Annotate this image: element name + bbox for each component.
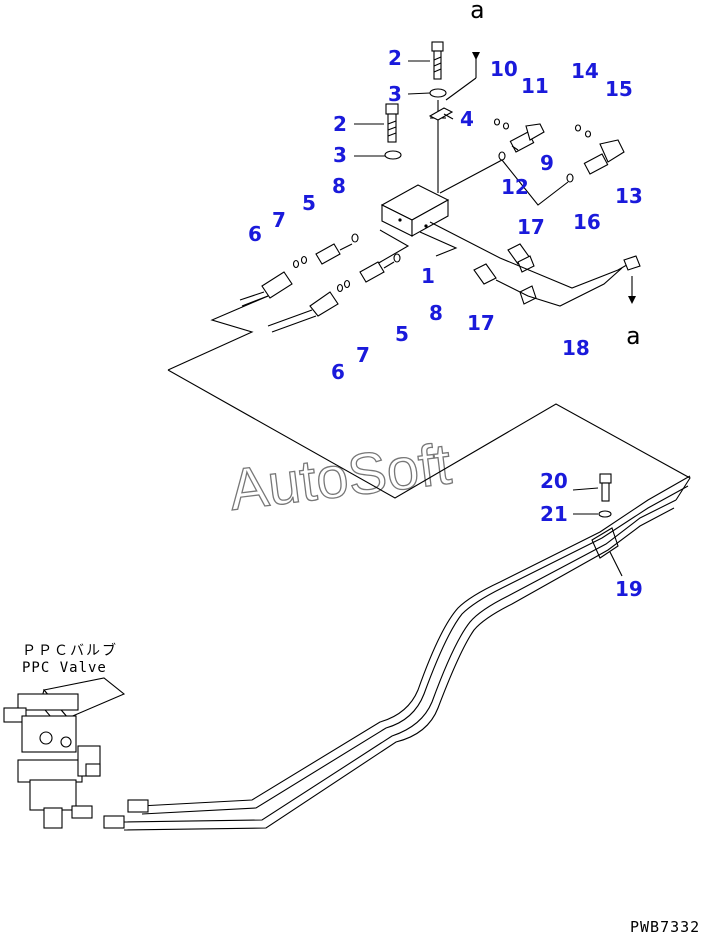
o-ring-11 bbox=[502, 122, 510, 130]
ppc-valve bbox=[3, 677, 149, 829]
section-marker-bottom: a bbox=[626, 322, 640, 350]
clamp-bolt-20 bbox=[599, 473, 612, 502]
clamp-19 bbox=[591, 527, 619, 559]
o-ring-7b-upper bbox=[300, 255, 308, 265]
hose-end-6-lower bbox=[267, 291, 339, 333]
callout-9: 9 bbox=[540, 151, 554, 175]
o-ring-10 bbox=[493, 118, 501, 126]
elbow-fitting-9 bbox=[509, 123, 545, 153]
callouts: 1 2 2 3 3 4 5 5 6 6 7 7 8 8 9 10 11 12 1… bbox=[248, 46, 643, 601]
o-ring-7b-lower bbox=[343, 279, 351, 289]
o-ring-12 bbox=[498, 151, 506, 161]
arrow-down-a bbox=[472, 52, 480, 60]
callout-8: 8 bbox=[332, 174, 346, 198]
callout-20: 20 bbox=[540, 469, 568, 493]
callout-3: 3 bbox=[388, 82, 402, 106]
washer-21 bbox=[598, 510, 612, 518]
washer-lower bbox=[384, 150, 402, 160]
fitting-5-lower bbox=[359, 261, 395, 283]
callout-8: 8 bbox=[429, 301, 443, 325]
hose-end-6-upper bbox=[239, 271, 293, 307]
callout-17: 17 bbox=[467, 311, 495, 335]
section-marker-top: a bbox=[470, 0, 484, 24]
callout-13: 13 bbox=[615, 184, 643, 208]
callout-6: 6 bbox=[331, 360, 345, 384]
callout-4: 4 bbox=[460, 107, 474, 131]
wiring-harness bbox=[429, 221, 641, 307]
elbow-fitting-13 bbox=[583, 139, 625, 175]
watermark: AutoSoft bbox=[226, 431, 455, 523]
callout-5: 5 bbox=[395, 322, 409, 346]
o-ring-8-upper bbox=[351, 233, 359, 243]
o-ring-15 bbox=[584, 130, 592, 138]
callout-21: 21 bbox=[540, 502, 568, 526]
callout-12: 12 bbox=[501, 175, 529, 199]
callout-19: 19 bbox=[615, 577, 643, 601]
bolt-upper bbox=[431, 41, 444, 80]
callout-6: 6 bbox=[248, 222, 262, 246]
callout-15: 15 bbox=[605, 77, 633, 101]
callout-2: 2 bbox=[333, 112, 347, 136]
callout-leaders bbox=[354, 60, 623, 577]
ppc-valve-label-jp: ＰＰＣバルブ bbox=[22, 642, 118, 659]
drawing-code: PWB7332 bbox=[630, 918, 700, 936]
o-ring-14 bbox=[574, 124, 582, 132]
ppc-valve-label-en: PPC Valve bbox=[22, 660, 107, 676]
bolt-lower bbox=[385, 103, 399, 143]
clamp-clip bbox=[428, 107, 454, 121]
fitting-5-upper bbox=[315, 243, 353, 265]
frame-lines bbox=[167, 229, 691, 501]
o-ring-7-upper bbox=[292, 259, 300, 269]
callout-5: 5 bbox=[302, 191, 316, 215]
callout-17: 17 bbox=[517, 215, 545, 239]
callout-14: 14 bbox=[571, 59, 599, 83]
callout-3: 3 bbox=[333, 143, 347, 167]
callout-2: 2 bbox=[388, 46, 402, 70]
callout-16: 16 bbox=[573, 210, 601, 234]
washer-upper bbox=[429, 88, 447, 98]
callout-1: 1 bbox=[421, 264, 435, 288]
pressure-switch-upper bbox=[507, 243, 535, 273]
manifold-block bbox=[380, 100, 450, 237]
callout-11: 11 bbox=[521, 74, 549, 98]
pressure-switch-lower bbox=[473, 263, 537, 305]
hose-lines bbox=[121, 475, 691, 831]
arrow-down-a-lower bbox=[628, 296, 636, 304]
callout-7: 7 bbox=[272, 208, 286, 232]
callout-10: 10 bbox=[490, 57, 518, 81]
callout-18: 18 bbox=[562, 336, 590, 360]
o-ring-16 bbox=[566, 173, 574, 183]
o-ring-8-lower bbox=[393, 253, 401, 263]
callout-7: 7 bbox=[356, 343, 370, 367]
o-ring-7-lower bbox=[336, 283, 344, 293]
